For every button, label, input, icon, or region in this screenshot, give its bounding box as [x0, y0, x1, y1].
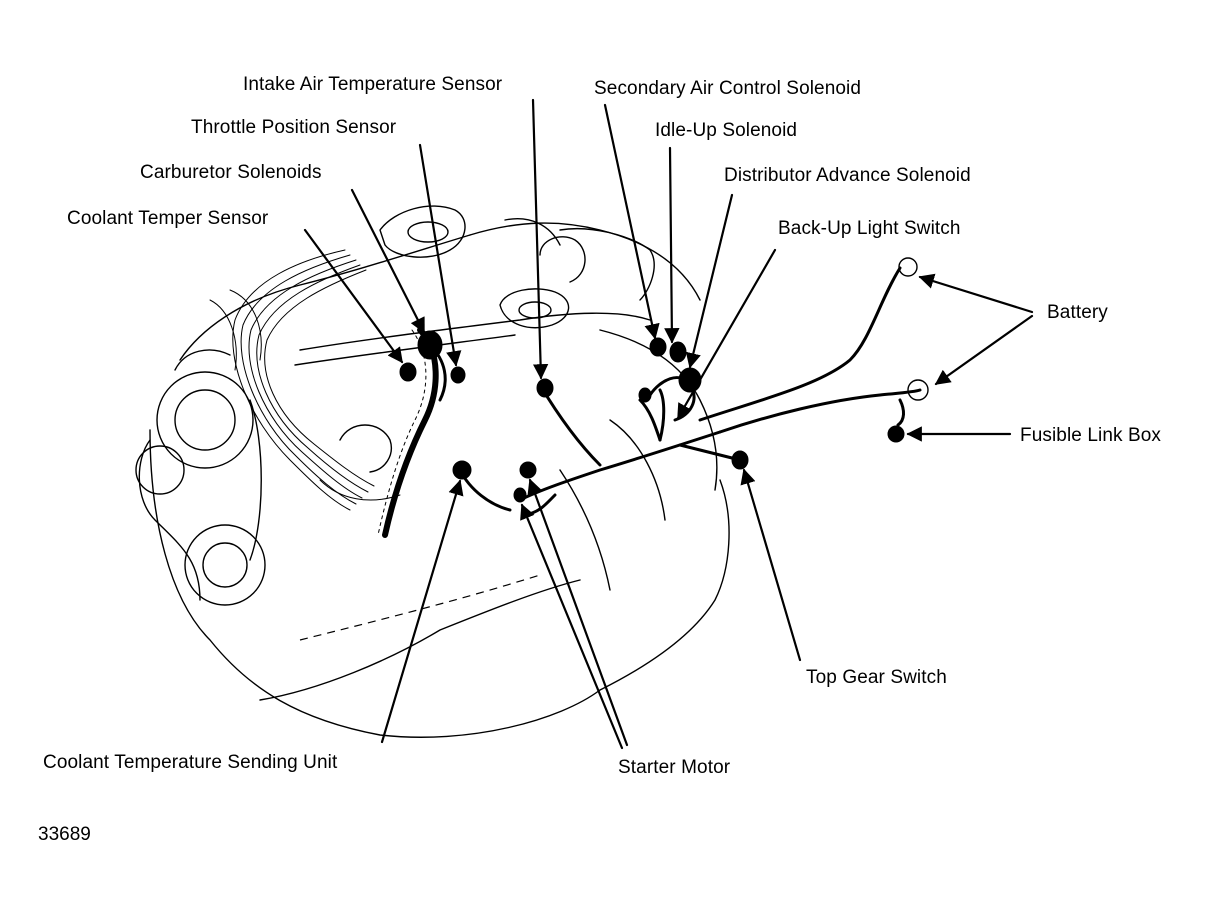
intake-air-temp-sensor-connector	[536, 378, 554, 398]
label-distributor-advance-solenoid: Distributor Advance Solenoid	[724, 165, 971, 186]
leader-carburetor-solenoids	[350, 188, 426, 334]
idle-up-solenoid-connector	[669, 341, 687, 363]
label-secondary-air-control-solenoid: Secondary Air Control Solenoid	[594, 78, 862, 99]
leader-battery-lower	[934, 314, 1034, 386]
top-gear-switch-connector	[731, 450, 749, 470]
label-intake-air-temperature-sensor: Intake Air Temperature Sensor	[243, 74, 503, 95]
leader-top-gear	[740, 468, 802, 662]
battery-terminal-negative	[907, 379, 929, 401]
carburetor-solenoid-connector	[417, 330, 443, 360]
label-back-up-light-switch: Back-Up Light Switch	[778, 218, 961, 239]
label-idle-up-solenoid: Idle-Up Solenoid	[655, 120, 798, 141]
label-coolant-temperature-sending-unit: Coolant Temperature Sending Unit	[43, 752, 338, 773]
secondary-air-solenoid-connector	[649, 337, 667, 357]
leader-throttle-position	[418, 143, 462, 367]
leader-starter-b	[520, 503, 624, 750]
engine-block-drawing	[135, 205, 730, 738]
leader-secondary-air	[603, 103, 660, 340]
leader-back-up-light	[676, 248, 777, 420]
starter-motor-connector-b	[513, 487, 527, 503]
label-carburetor-solenoids: Carburetor Solenoids	[140, 162, 322, 183]
coolant-sending-unit-connector	[452, 460, 472, 480]
leader-idle-up	[664, 146, 680, 344]
leader-intake-air-temp	[531, 98, 549, 380]
label-battery: Battery	[1047, 302, 1108, 323]
figure-number: 33689	[38, 824, 91, 845]
label-coolant-temper-sensor: Coolant Temper Sensor	[67, 208, 269, 229]
back-up-light-switch-connector	[638, 387, 652, 403]
leader-coolant-sending	[380, 479, 464, 744]
leader-lines	[303, 98, 1034, 750]
leader-starter-a	[527, 478, 629, 747]
label-fusible-link-box: Fusible Link Box	[1020, 425, 1162, 446]
distributor-advance-solenoid-connector	[678, 367, 702, 393]
coolant-temper-sensor-connector	[399, 362, 417, 382]
label-top-gear-switch: Top Gear Switch	[806, 667, 947, 688]
fusible-link-box-marker	[887, 425, 905, 443]
starter-motor-connector-a	[519, 461, 537, 479]
leader-distributor-advance	[685, 193, 734, 369]
leader-battery-upper	[918, 273, 1034, 314]
label-starter-motor: Starter Motor	[618, 757, 731, 778]
label-throttle-position-sensor: Throttle Position Sensor	[191, 117, 397, 138]
throttle-position-sensor-connector	[450, 366, 466, 384]
leader-coolant-temper	[303, 228, 404, 364]
battery-terminal-positive	[898, 257, 918, 277]
